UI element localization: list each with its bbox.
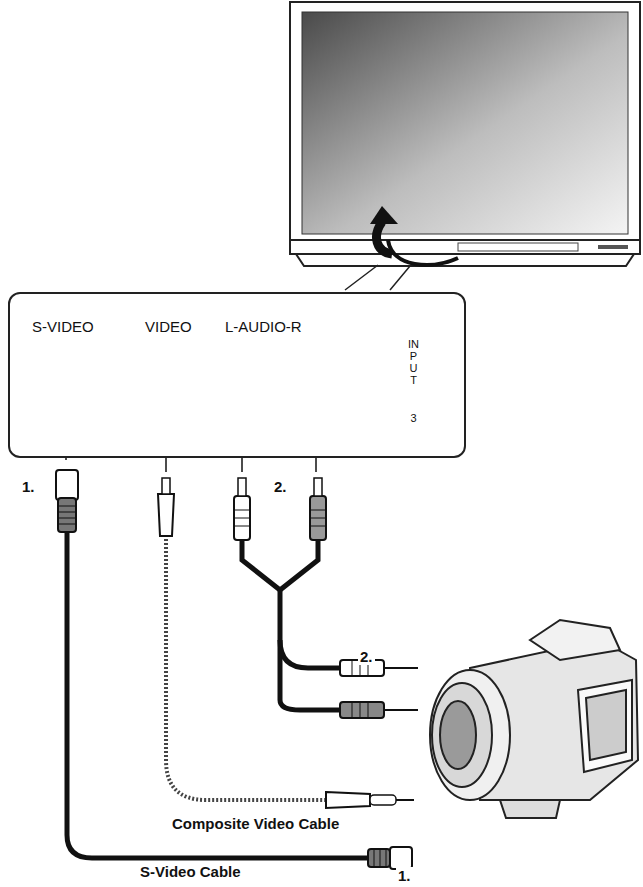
jack-label: VIDEO xyxy=(145,318,192,335)
s-video-cable xyxy=(56,470,412,869)
callout-number: 1. xyxy=(396,867,413,884)
callout-number: 2. xyxy=(272,478,289,495)
leader-line xyxy=(345,265,410,290)
cable-label: S-Video Cable xyxy=(138,863,243,880)
jack-label: INPUT xyxy=(408,338,419,386)
audio-cable xyxy=(234,478,418,718)
camcorder xyxy=(430,620,638,818)
composite-video-cable xyxy=(158,478,414,808)
jack-label: S-VIDEO xyxy=(32,318,94,335)
input-panel: S-VIDEO VIDEO L-AUDIO-R INPUT 3 xyxy=(8,292,466,458)
television xyxy=(290,2,640,266)
callout-number: 1. xyxy=(20,478,37,495)
jack-label: 3 xyxy=(408,412,419,424)
cable-label: Composite Video Cable xyxy=(170,815,341,832)
callout-number: 2. xyxy=(358,648,375,665)
jack-label: L-AUDIO-R xyxy=(225,318,302,335)
